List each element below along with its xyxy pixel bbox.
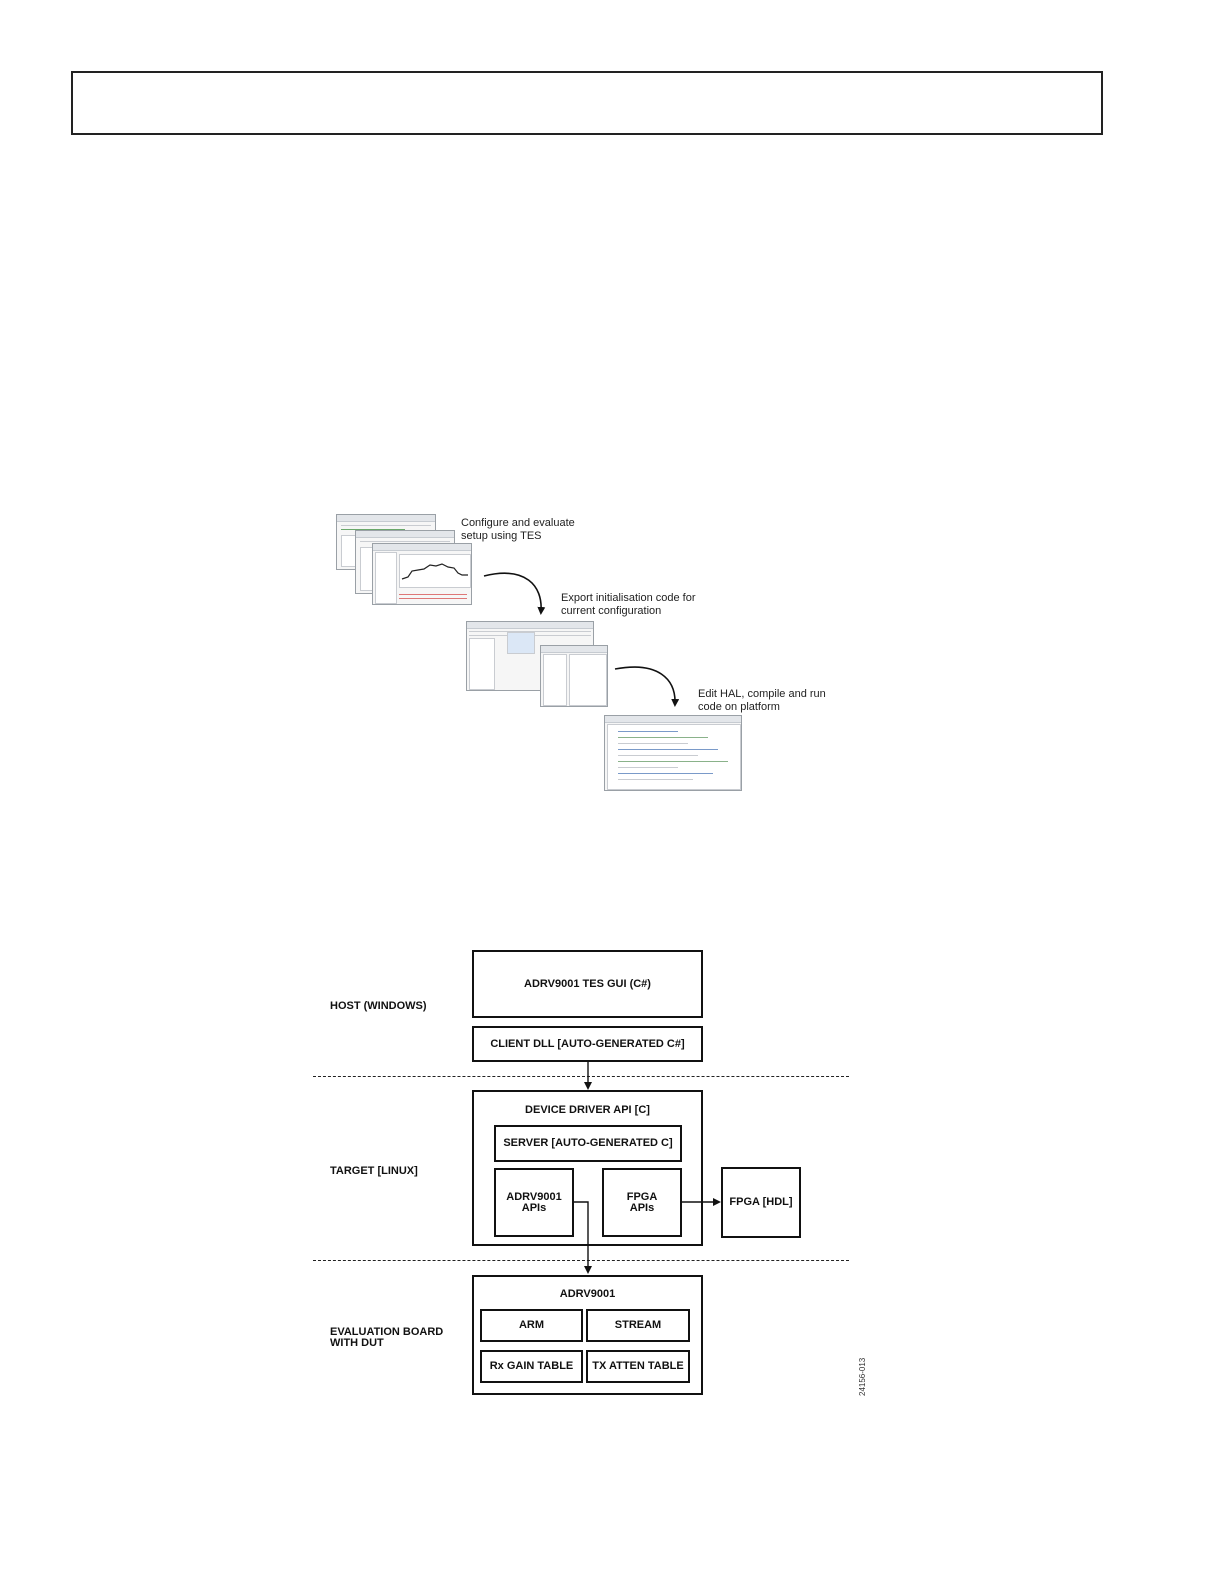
- fpga-apis-block: FPGA APIs: [602, 1168, 682, 1237]
- zone-label-host: HOST (WINDOWS): [330, 1000, 427, 1012]
- tx-atten-table-block: TX ATTEN TABLE: [586, 1350, 690, 1383]
- host-target-divider: [313, 1076, 849, 1077]
- workflow-step-2-label: Export initialisation code for current c…: [561, 592, 696, 617]
- adrv-apis-to-board-arrow: [574, 1201, 592, 1274]
- figure-code: 24156-013: [858, 1357, 867, 1396]
- workflow-arrow-2: [614, 666, 680, 707]
- client-dll-block: CLIENT DLL [AUTO-GENERATED C#]: [472, 1026, 703, 1062]
- stream-block: STREAM: [586, 1309, 690, 1342]
- fpga-hdl-block: FPGA [HDL]: [721, 1167, 801, 1238]
- target-board-divider: [313, 1260, 849, 1261]
- page-header-box: [71, 71, 1103, 135]
- adrv9001-apis-block: ADRV9001 APIs: [494, 1168, 574, 1237]
- code-editor-screenshot: [604, 715, 742, 791]
- server-block: SERVER [AUTO-GENERATED C]: [494, 1125, 682, 1162]
- rx-gain-table-block: Rx GAIN TABLE: [480, 1350, 583, 1383]
- export-dialog-screenshot: [466, 621, 594, 691]
- arm-block: ARM: [480, 1309, 583, 1342]
- workflow-step-1-label: Configure and evaluate setup using TES: [461, 517, 575, 542]
- tes-screenshot-front: [372, 543, 472, 605]
- workflow-arrow-1: [483, 572, 546, 615]
- tes-gui-block: ADRV9001 TES GUI (C#): [472, 950, 703, 1018]
- spectrum-plot-icon: [401, 563, 468, 580]
- zone-label-eval: EVALUATION BOARD WITH DUT: [330, 1326, 444, 1349]
- file-browser-screenshot: [540, 645, 608, 707]
- workflow-step-3-label: Edit HAL, compile and run code on platfo…: [698, 688, 826, 713]
- zone-label-target: TARGET [LINUX]: [330, 1165, 418, 1177]
